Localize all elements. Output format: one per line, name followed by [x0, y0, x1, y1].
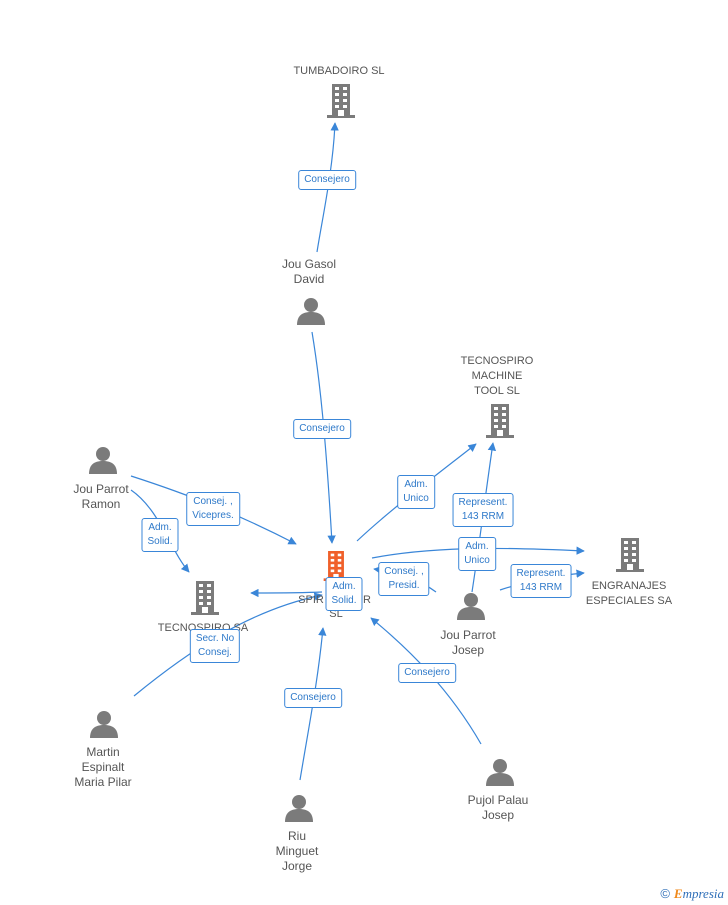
- edge-label-consejero-tumbadoiro: Consejero: [298, 170, 356, 190]
- brand-name: mpresia: [682, 886, 724, 901]
- building-icon: [327, 84, 355, 118]
- edge-label-consejero-pujol: Consejero: [398, 663, 456, 683]
- node-label-tecnospiro-machine[interactable]: TECNOSPIRO MACHINE TOOL SL: [460, 355, 534, 397]
- person-icon: [486, 759, 514, 786]
- building-icon: [616, 538, 644, 572]
- node-label-jou-gasol[interactable]: Jou Gasol David: [281, 257, 337, 286]
- edge-label-consej-vicepres: Consej. , Vicepres.: [186, 492, 240, 526]
- edge-label-represent-engranajes: Represent. 143 RRM: [510, 564, 572, 598]
- node-label-riu[interactable]: Riu Minguet Jorge: [275, 829, 319, 873]
- edge-label-consej-presid: Consej. , Presid.: [378, 562, 430, 596]
- node-label-pujol[interactable]: Pujol Palau Josep: [467, 793, 529, 822]
- edge-label-adm-unico-engranajes: Adm. Unico: [458, 537, 496, 571]
- person-icon: [457, 593, 485, 620]
- edge-line-jou-gasol-central: [311, 331, 336, 544]
- node-label-tumbadoiro[interactable]: TUMBADOIRO SL: [293, 65, 385, 77]
- node-label-martin[interactable]: Martin Espinalt Maria Pilar: [74, 745, 132, 789]
- building-icon: [191, 581, 219, 615]
- node-label-jou-parrot-josep[interactable]: Jou Parrot Josep: [440, 628, 496, 657]
- building-icon: [486, 404, 514, 438]
- edge-label-adm-solid-ramon: Adm. Solid.: [141, 518, 179, 552]
- node-label-jou-parrot-ramon[interactable]: Jou Parrot Ramon: [73, 482, 129, 511]
- edge-label-represent-machine: Represent. 143 RRM: [452, 493, 514, 527]
- edge-label-adm-solid-central: Adm. Solid.: [325, 577, 363, 611]
- node-label-central-part3[interactable]: SL: [329, 608, 343, 620]
- copyright-icon: ©: [660, 886, 670, 901]
- edge-label-consejero-gasol-central: Consejero: [293, 419, 351, 439]
- node-label-engranajes[interactable]: ENGRANAJES ESPECIALES SA: [585, 580, 673, 607]
- person-icon: [90, 711, 118, 738]
- person-icon: [89, 447, 117, 474]
- edge-label-secr-no-consej: Secr. No Consej.: [189, 629, 241, 663]
- empresia-logo[interactable]: ©Empresia: [660, 886, 724, 902]
- edge-label-adm-unico-machine: Adm. Unico: [397, 475, 435, 509]
- person-icon: [297, 298, 325, 325]
- person-icon: [285, 795, 313, 822]
- node-label-central-part2[interactable]: R: [363, 594, 371, 606]
- edge-line-jou-gasol-tumbadoiro: [316, 122, 339, 253]
- brand-initial: E: [673, 886, 683, 901]
- node-label-central-part1[interactable]: SPIR: [298, 594, 324, 606]
- edge-label-consejero-riu: Consejero: [284, 688, 342, 708]
- edge-line-central-tecnospiro-sa: [250, 588, 323, 598]
